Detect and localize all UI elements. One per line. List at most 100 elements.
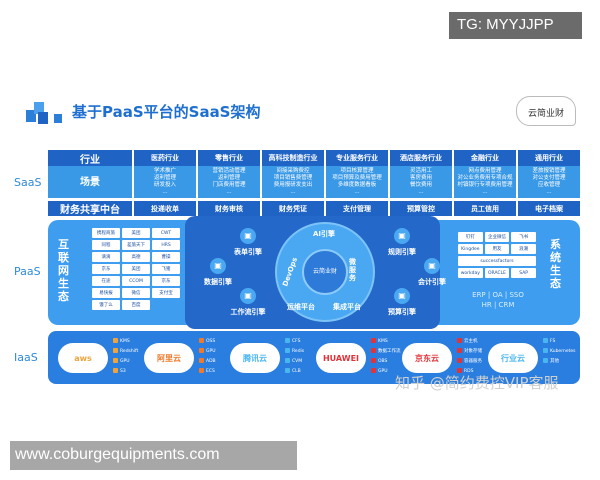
service-item: RDS	[457, 367, 482, 377]
zhihu-watermark: 知乎 @简约费控VIP客服	[395, 374, 559, 392]
system-logo: 企业微信	[484, 232, 510, 242]
service-item: Redshift	[113, 347, 138, 357]
service-label: CVM	[292, 359, 303, 364]
cloud-logo-0: aws	[58, 343, 108, 373]
partner-logo: 差旅天下	[122, 240, 150, 250]
cloud-logo-4: 京东云	[402, 343, 452, 373]
engine-icon: ▣	[424, 258, 440, 274]
scene-item: 网点费用管理	[468, 168, 502, 174]
service-label: 其他	[550, 359, 559, 364]
partner-logo: 高德	[122, 252, 150, 262]
scene-cell: 项目核算管理项目预算及费用管理多维度数据看板...	[326, 166, 388, 198]
service-icon	[113, 368, 118, 373]
cloud-logo-2: 腾讯云	[230, 343, 280, 373]
finance-cell: 财务审核	[198, 201, 260, 216]
service-label: Redis	[292, 349, 305, 354]
scene-cell: 学术推广返利管理研发投入...	[134, 166, 196, 198]
service-item: 对象存储	[457, 347, 482, 357]
scene-cell: 间接采购费控项目销售费管理费用报研发支出...	[262, 166, 324, 198]
service-icon	[543, 348, 548, 353]
scene-item: 费用报研发支出	[273, 182, 313, 188]
service-item: Redis	[285, 347, 304, 357]
service-item: 容器服务	[457, 357, 482, 367]
cloud-logo-1: 阿里云	[144, 343, 194, 373]
system-logo: Kingdee	[458, 244, 483, 254]
service-label: OSS	[206, 339, 216, 344]
partner-logo: 饿了么	[92, 300, 120, 310]
industry-cell: 金融行业	[454, 150, 516, 166]
service-item: Kubernetes	[543, 347, 575, 357]
service-label: 容器服务	[464, 359, 482, 364]
internet-ecosystem-title: 互联网生态	[58, 238, 69, 303]
scene-item: ...	[418, 189, 424, 195]
service-label: OBS	[378, 359, 388, 364]
engine: ▣数据引擎	[193, 258, 243, 287]
scene-item: 应收管理	[537, 182, 560, 188]
service-label: 云主机	[464, 339, 478, 344]
engine-icon: ▣	[240, 288, 256, 304]
service-label: GPU	[120, 359, 130, 364]
service-label: ECS	[206, 369, 215, 374]
brand-logo: 云简业财	[516, 96, 576, 126]
system-logo: workday	[458, 268, 483, 278]
service-icon	[285, 358, 290, 363]
service-item: S3	[113, 367, 138, 377]
ring-ops: 运维平台	[287, 303, 315, 311]
service-icon	[457, 368, 462, 373]
layer-label-paas: PaaS	[14, 265, 41, 278]
service-icon	[199, 358, 204, 363]
service-label: Redshift	[120, 349, 139, 354]
partner-logo: 同程	[92, 240, 120, 250]
scene-item: 差旅报销管理	[532, 168, 566, 174]
scene-item: 返利管理	[217, 175, 240, 181]
partner-logo: 飞猪	[152, 264, 180, 274]
engine: ▣预算引擎	[377, 288, 427, 317]
partner-logo: 易快报	[92, 288, 120, 298]
scene-cell: 网点费用管理对公业务费用专项合规村镇银行专项费用管理...	[454, 166, 516, 198]
engine-icon: ▣	[210, 258, 226, 274]
cloud-services: FS Kubernetes 其他	[543, 337, 575, 367]
url-watermark: www.coburgequipments.com	[10, 441, 297, 470]
cubes-icon	[26, 102, 62, 124]
service-label: GPU	[378, 369, 388, 374]
service-icon	[543, 358, 548, 363]
scene-item: 门店费用管理	[212, 182, 246, 188]
partner-logo: CWT	[152, 228, 180, 238]
engine: ▣规则引擎	[377, 228, 427, 257]
scene-item: 研发投入	[153, 182, 176, 188]
service-icon	[113, 358, 118, 363]
service-icon	[285, 348, 290, 353]
scene-item: 返利管理	[153, 175, 176, 181]
ring-devops: DevOps	[281, 256, 300, 288]
industry-cell: 通用行业	[518, 150, 580, 166]
service-label: CFS	[292, 339, 301, 344]
service-label: Kubernetes	[550, 349, 576, 354]
service-icon	[199, 338, 204, 343]
engine-label: 会计引擎	[418, 278, 446, 286]
engine-icon: ▣	[394, 228, 410, 244]
scene-item: ...	[290, 189, 296, 195]
partner-logo: 携程商旅	[92, 228, 120, 238]
service-label: FS	[550, 339, 556, 344]
service-item: 云主机	[457, 337, 482, 347]
service-item: KMS	[113, 337, 138, 347]
finance-row: 财务共享中台投递收单财务审核财务凭证支付管理预算管控员工信用电子档案	[48, 201, 580, 216]
service-item: KMS	[371, 337, 401, 347]
platform-ring: AI引擎 微服务 集成平台 运维平台 DevOps 云简业财	[275, 222, 375, 322]
partner-logo: 京东	[92, 264, 120, 274]
scene-item: ...	[162, 189, 168, 195]
scene-cell: 灵活用工客房费用餐饮费用...	[390, 166, 452, 198]
layer-label-iaas: IaaS	[14, 351, 38, 364]
service-icon	[113, 348, 118, 353]
service-item: GPU	[113, 357, 138, 367]
service-label: CLB	[292, 369, 301, 374]
engine-icon: ▣	[394, 288, 410, 304]
layer-label-saas: SaaS	[14, 176, 42, 189]
service-icon	[371, 358, 376, 363]
service-item: 数据工作流	[371, 347, 401, 357]
system-logo: 浪潮	[511, 244, 536, 254]
service-label: RDS	[464, 369, 474, 374]
partner-logo: 滴滴	[92, 252, 120, 262]
